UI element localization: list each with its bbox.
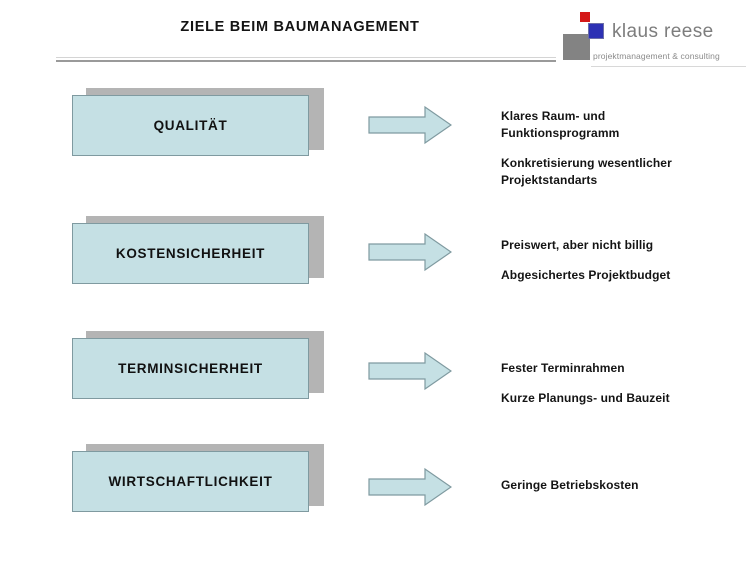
goal-box-face[interactable]: QUALITÄT	[72, 95, 309, 156]
logo-tagline: projektmanagement & consulting	[593, 51, 720, 61]
bullet-group: Geringe Betriebskosten	[501, 477, 746, 494]
bullet-line: Kurze Planungs- und Bauzeit	[501, 391, 670, 405]
bullet-group: Preiswert, aber nicht billig	[501, 237, 746, 254]
bullet-line: Abgesichertes Projektbudget	[501, 268, 671, 282]
logo-blue-square-icon	[588, 23, 604, 39]
title-divider	[56, 60, 556, 62]
bullet-line: Fester Terminrahmen	[501, 361, 625, 375]
goal-box-face[interactable]: WIRTSCHAFTLICHKEIT	[72, 451, 309, 512]
goal-box-face[interactable]: KOSTENSICHERHEIT	[72, 223, 309, 284]
bullet-line: Projektstandarts	[501, 173, 598, 187]
goal-box-face[interactable]: TERMINSICHERHEIT	[72, 338, 309, 399]
goal-bullets: Geringe Betriebskosten	[501, 477, 746, 494]
arrow-right-icon	[368, 467, 452, 507]
title-divider-highlight	[56, 57, 556, 58]
goal-box-label: WIRTSCHAFTLICHKEIT	[108, 474, 273, 489]
goal-box-label: KOSTENSICHERHEIT	[115, 246, 266, 261]
bullet-line: Preiswert, aber nicht billig	[501, 238, 654, 252]
goal-box-label: QUALITÄT	[153, 118, 228, 133]
bullet-line: Klares Raum- und	[501, 109, 606, 123]
bullet-group: Fester Terminrahmen	[501, 360, 746, 377]
goal-box-label: TERMINSICHERHEIT	[118, 361, 263, 376]
page-title: ZIELE BEIM BAUMANAGEMENT	[180, 19, 420, 35]
bullet-group: Abgesichertes Projektbudget	[501, 267, 746, 284]
arrow-right-icon	[368, 105, 452, 145]
arrow-right-icon	[368, 232, 452, 272]
bullet-group: Kurze Planungs- und Bauzeit	[501, 390, 746, 407]
bullet-line: Konkretisierung wesentlicher	[501, 156, 672, 170]
logo-red-square-icon	[580, 12, 590, 22]
goal-box-4[interactable]: WIRTSCHAFTLICHKEIT	[72, 444, 324, 518]
logo: klaus reese projektmanagement & consulti…	[560, 8, 746, 70]
arrow-right-icon	[368, 351, 452, 391]
logo-wordmark: klaus reese	[612, 21, 714, 42]
goal-box-1[interactable]: QUALITÄT	[72, 88, 324, 162]
bullet-line: Funktionsprogramm	[501, 126, 620, 140]
goal-box-3[interactable]: TERMINSICHERHEIT	[72, 331, 324, 405]
bullet-line: Geringe Betriebskosten	[501, 478, 639, 492]
logo-divider	[591, 66, 746, 67]
logo-gray-square-icon	[563, 34, 590, 60]
goal-box-2[interactable]: KOSTENSICHERHEIT	[72, 216, 324, 290]
